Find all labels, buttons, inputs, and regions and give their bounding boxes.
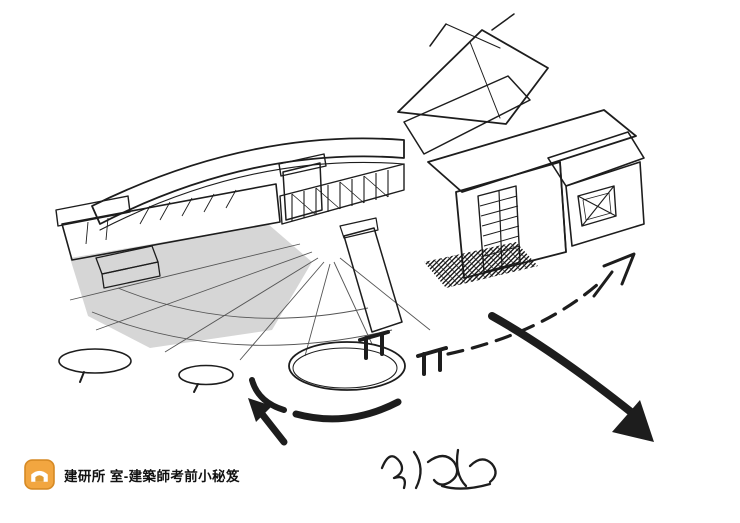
- central-circle: [288, 341, 406, 391]
- bench-wall: [95, 245, 161, 289]
- watermark: 建研所 室-建築師考前小秘笈: [24, 459, 240, 490]
- main-roof-band: [427, 109, 637, 193]
- antenna-line: [491, 13, 515, 31]
- tree-ellipses: [58, 341, 406, 393]
- stair-ramp: [339, 217, 403, 333]
- entry-tower: [278, 153, 327, 221]
- cast-shadow: [424, 242, 538, 288]
- gate-marks: [358, 330, 448, 376]
- open-arrowhead: [602, 252, 636, 286]
- x-brace-window: [577, 185, 617, 227]
- dashed-path: [446, 252, 636, 356]
- curved-roof-canopy: [91, 137, 405, 225]
- house-arch-icon: [24, 459, 55, 490]
- side-wing: [547, 131, 645, 247]
- plaza-paving: [69, 224, 431, 361]
- watermark-text: 建研所 室-建築師考前小秘笈: [64, 468, 240, 484]
- sail-roof: [397, 13, 549, 155]
- exit-arrow: [488, 312, 640, 420]
- circulation-arrows: [248, 312, 654, 446]
- colonnade-band: [279, 163, 405, 225]
- signature-scribble: [380, 448, 497, 490]
- main-hall-block: [427, 109, 637, 279]
- clerestory-band: [403, 75, 531, 155]
- antenna-line: [429, 23, 447, 47]
- entry-arrow: [258, 410, 288, 446]
- curved-gallery-building: [55, 137, 405, 261]
